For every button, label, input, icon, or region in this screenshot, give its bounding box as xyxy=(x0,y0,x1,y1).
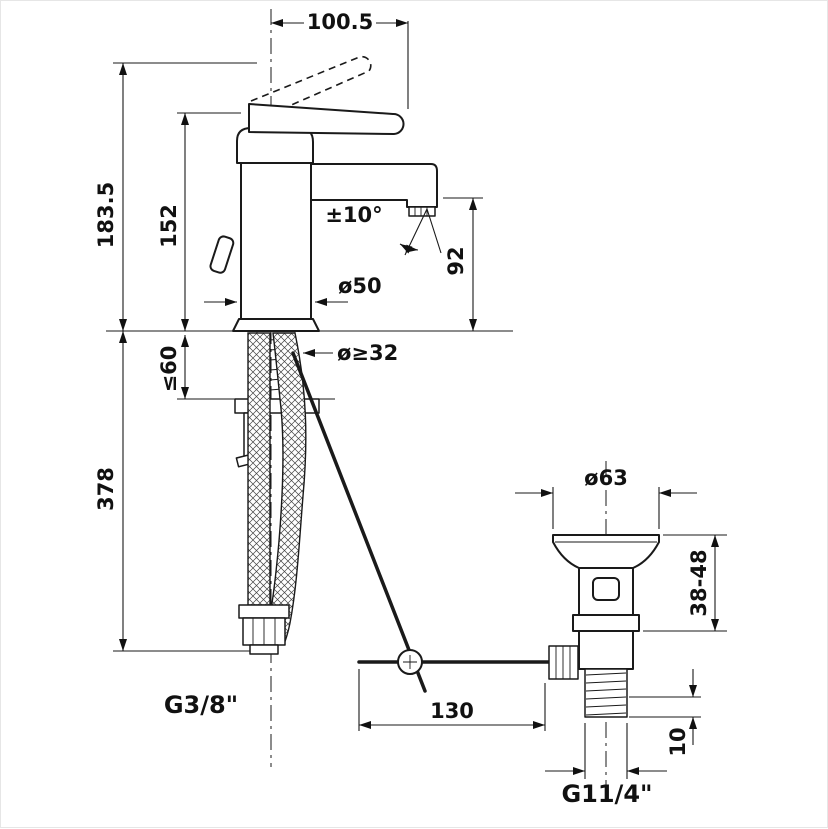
deck-thickness-label: ≤60 xyxy=(157,346,181,393)
hose-nut-collar xyxy=(238,604,290,619)
mounting-hole-label: ø≥32 xyxy=(337,341,398,365)
waste-thread-label: G11/4" xyxy=(561,780,652,808)
hose-nut-facets xyxy=(252,618,276,645)
hose-length-label: 378 xyxy=(94,467,118,511)
dim-supply-connection: G3/8" xyxy=(164,691,238,719)
waste-flange xyxy=(552,534,660,569)
dim-pull-rod-reach: 130 xyxy=(359,699,545,729)
spout-aerator xyxy=(408,206,436,217)
dim-mounting-hole: ø≥32 xyxy=(303,341,398,365)
drain-drawing xyxy=(548,534,660,718)
dim-top-width: 100.5 xyxy=(271,10,408,34)
rod-knurled-nut xyxy=(548,645,579,680)
dim-deck-thickness: ≤60 xyxy=(157,335,189,399)
spout-height-label: 92 xyxy=(444,246,468,275)
faucet-lever-handle xyxy=(248,103,405,135)
supply-hose-straight xyxy=(247,332,271,606)
dim-waste-flange-diameter: ø63 xyxy=(515,466,697,497)
waste-flange-diameter-label: ø63 xyxy=(584,466,628,490)
faucet-drawing xyxy=(209,55,559,693)
spout-angle-label: ±10° xyxy=(325,203,382,227)
dim-hose-length: 378 xyxy=(94,331,127,651)
aerator-ticks xyxy=(414,207,428,216)
body-height-label: 152 xyxy=(157,204,181,248)
pull-rod-reach-label: 130 xyxy=(430,699,474,723)
waste-detail-label: 10 xyxy=(666,727,690,756)
overall-height-label: 183.5 xyxy=(94,182,118,248)
waste-ring xyxy=(572,614,640,632)
angle-arc xyxy=(399,243,419,254)
base-diameter-label: ø50 xyxy=(338,274,382,298)
dim-base-diameter: ø50 xyxy=(204,274,382,306)
popup-knob xyxy=(209,235,235,274)
faucet-base xyxy=(232,318,320,332)
dim-overall-height: 183.5 xyxy=(94,63,127,331)
waste-clamping-range-label: 38-48 xyxy=(687,549,711,616)
dim-spout-angle: ±10° xyxy=(325,203,442,256)
waste-tailpiece xyxy=(584,668,628,718)
dim-waste-clamping-range: 38-48 xyxy=(687,535,719,631)
faucet-body xyxy=(240,162,312,324)
dim-spout-height: 92 xyxy=(444,198,477,331)
dim-waste-thread: G11/4" xyxy=(545,767,667,808)
popup-pull-rod xyxy=(291,351,427,693)
knurl-lines xyxy=(555,646,571,679)
supply-connection-label: G3/8" xyxy=(164,691,238,719)
dim-text-mask xyxy=(304,11,376,33)
dim-body-height: 152 xyxy=(157,113,189,331)
hose-nut-cap xyxy=(249,644,279,655)
faucet-spout xyxy=(310,163,438,208)
waste-upper-body xyxy=(578,567,634,616)
top-width-label: 100.5 xyxy=(307,10,373,34)
dim-waste-detail: 10 xyxy=(666,669,697,757)
handle-raised-outline xyxy=(250,55,372,114)
tailpiece-threads xyxy=(585,672,627,716)
overflow-hole xyxy=(592,577,620,601)
waste-lower-body xyxy=(578,630,634,670)
clamp-screw-cross xyxy=(403,655,417,669)
